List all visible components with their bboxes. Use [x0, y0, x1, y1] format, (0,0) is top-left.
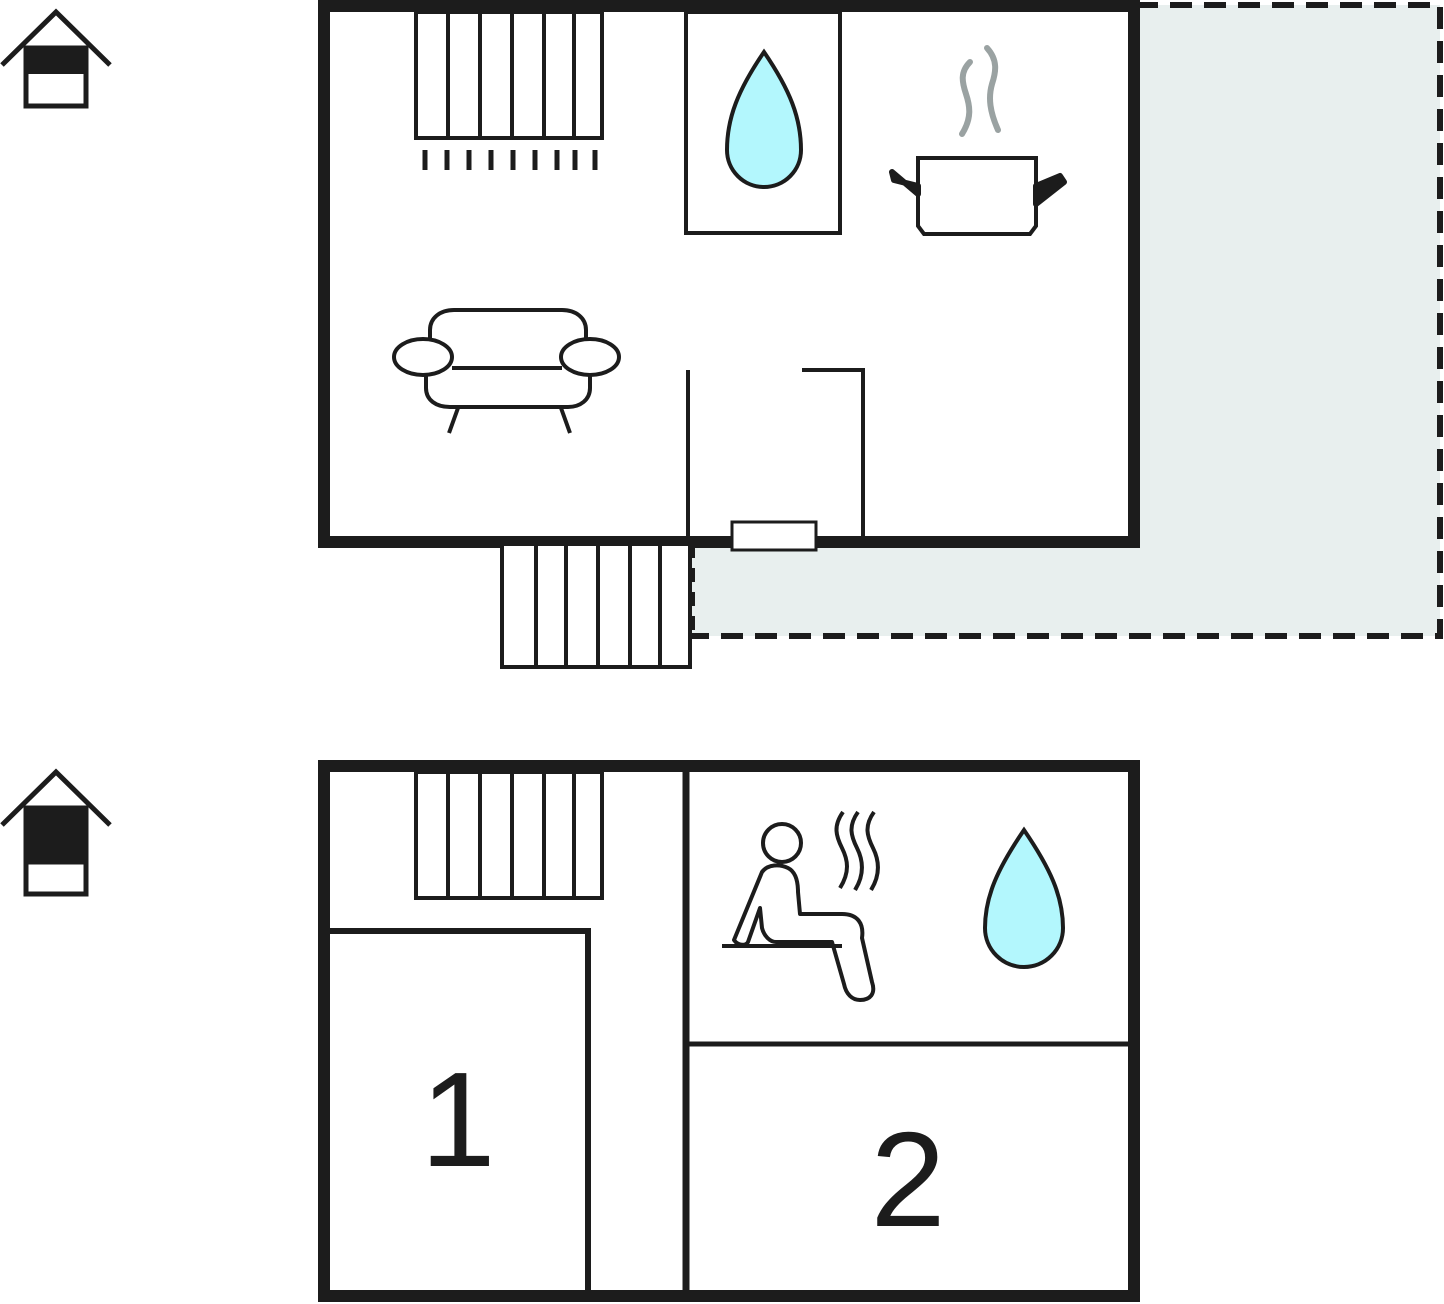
sauna-person-icon	[722, 810, 880, 1002]
house-lower-floor-icon	[0, 768, 112, 897]
radiator-icon	[422, 150, 598, 170]
lower-floor-outline	[318, 760, 1140, 1302]
room-number-1: 1	[420, 1044, 495, 1195]
cooking-pot-icon	[889, 45, 1067, 236]
sofa-icon	[392, 308, 621, 434]
upper-partition-right	[802, 368, 865, 536]
water-drop-icon	[724, 48, 804, 189]
room-number-2: 2	[870, 1104, 945, 1255]
stairs-icon	[414, 10, 604, 140]
outdoor-stairs-icon	[500, 542, 692, 669]
upper-bathroom	[684, 10, 842, 235]
water-drop-icon-lower	[982, 826, 1066, 969]
entrance-door	[730, 520, 818, 552]
upper-floor-outline	[318, 0, 1140, 548]
lower-stairs-icon	[414, 770, 604, 900]
house-upper-floor-icon	[0, 8, 112, 109]
bedroom-1-walls	[330, 928, 591, 1290]
